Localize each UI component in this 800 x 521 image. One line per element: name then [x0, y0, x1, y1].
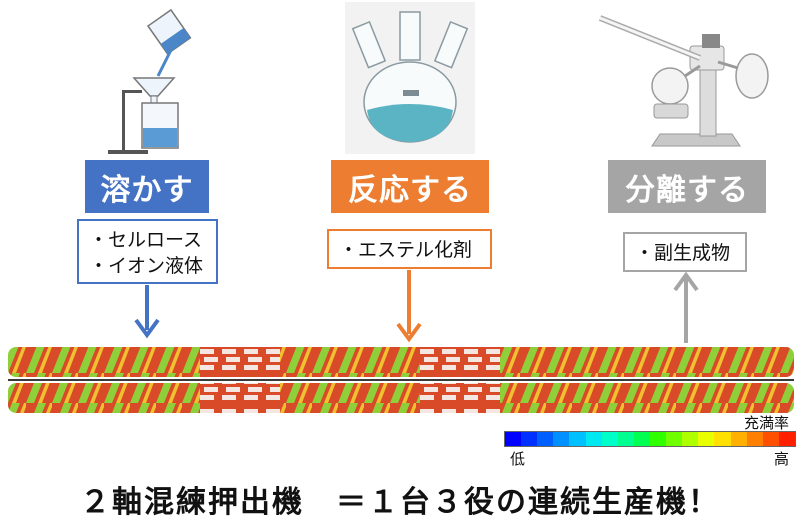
stage-separate-title: 分離する: [608, 160, 766, 213]
note-item-cellulose: ・セルロース: [89, 229, 203, 251]
note-item-esterification-agent: ・エステル化剤: [339, 239, 473, 261]
stage-separate-title-text: 分離する: [625, 172, 749, 208]
footer-caption: ２軸混練押出機 ＝１台３役の連続生産機！: [80, 485, 720, 520]
arrow-down-react: [396, 270, 422, 343]
twin-screw-extruder-illustration: [8, 347, 794, 413]
stage-dissolve-notes: ・セルロース ・イオン液体: [77, 219, 218, 284]
rotary-evaporator-illustration: [598, 15, 769, 147]
note-item-ionic-liquid: ・イオン液体: [89, 255, 204, 277]
scale-high-label: 高: [774, 450, 790, 468]
scale-low-label: 低: [510, 450, 526, 468]
fill-ratio-color-scale: [504, 431, 796, 447]
three-neck-flask-illustration: [345, 2, 475, 154]
stage-react-notes: ・エステル化剤: [327, 229, 492, 269]
note-item-byproduct: ・副生成物: [635, 242, 731, 264]
stage-dissolve-title-text: 溶かす: [100, 172, 194, 208]
scale-title: 充満率: [744, 414, 790, 432]
stage-react-title: 反応する: [331, 160, 489, 213]
stage-react-title-text: 反応する: [348, 172, 472, 208]
dissolving-apparatus-illustration: [108, 8, 192, 154]
arrow-up-separate: [673, 271, 699, 343]
arrow-down-dissolve: [134, 285, 160, 339]
stage-dissolve-title: 溶かす: [85, 160, 209, 213]
stage-separate-notes: ・副生成物: [623, 232, 747, 272]
